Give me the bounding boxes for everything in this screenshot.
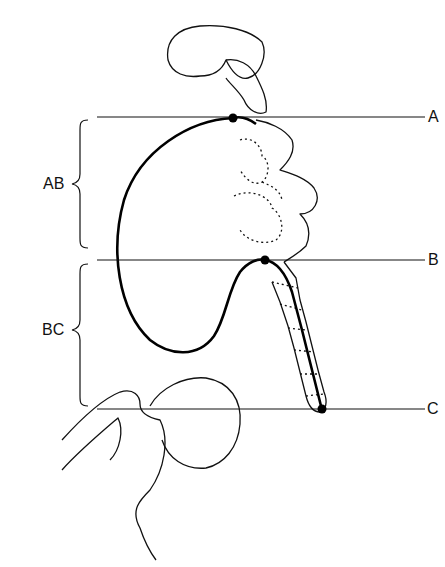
point-marker [318,405,327,414]
reference-line [97,116,425,117]
point-label: BC [40,321,66,339]
vertebra-process [226,60,266,114]
pubic-bone [150,378,240,468]
reference-line [97,408,425,409]
point-label: A [426,108,441,126]
rectum-outline [117,117,322,410]
point-label: AB [41,175,66,193]
point-label: B [426,251,441,269]
pubic-bone [62,391,165,560]
pubic-bone [62,418,121,470]
point-marker [261,256,270,265]
bracket [72,120,88,248]
sacrum-dashed [262,182,282,200]
sacrum-dashed [234,193,282,243]
sacrum-dashed [240,139,268,183]
sacrum [256,120,317,262]
point-marker [229,114,238,123]
vertebra [168,26,264,79]
bracket [72,264,88,406]
point-label: C [425,400,441,418]
coccyx-joint [272,282,324,396]
